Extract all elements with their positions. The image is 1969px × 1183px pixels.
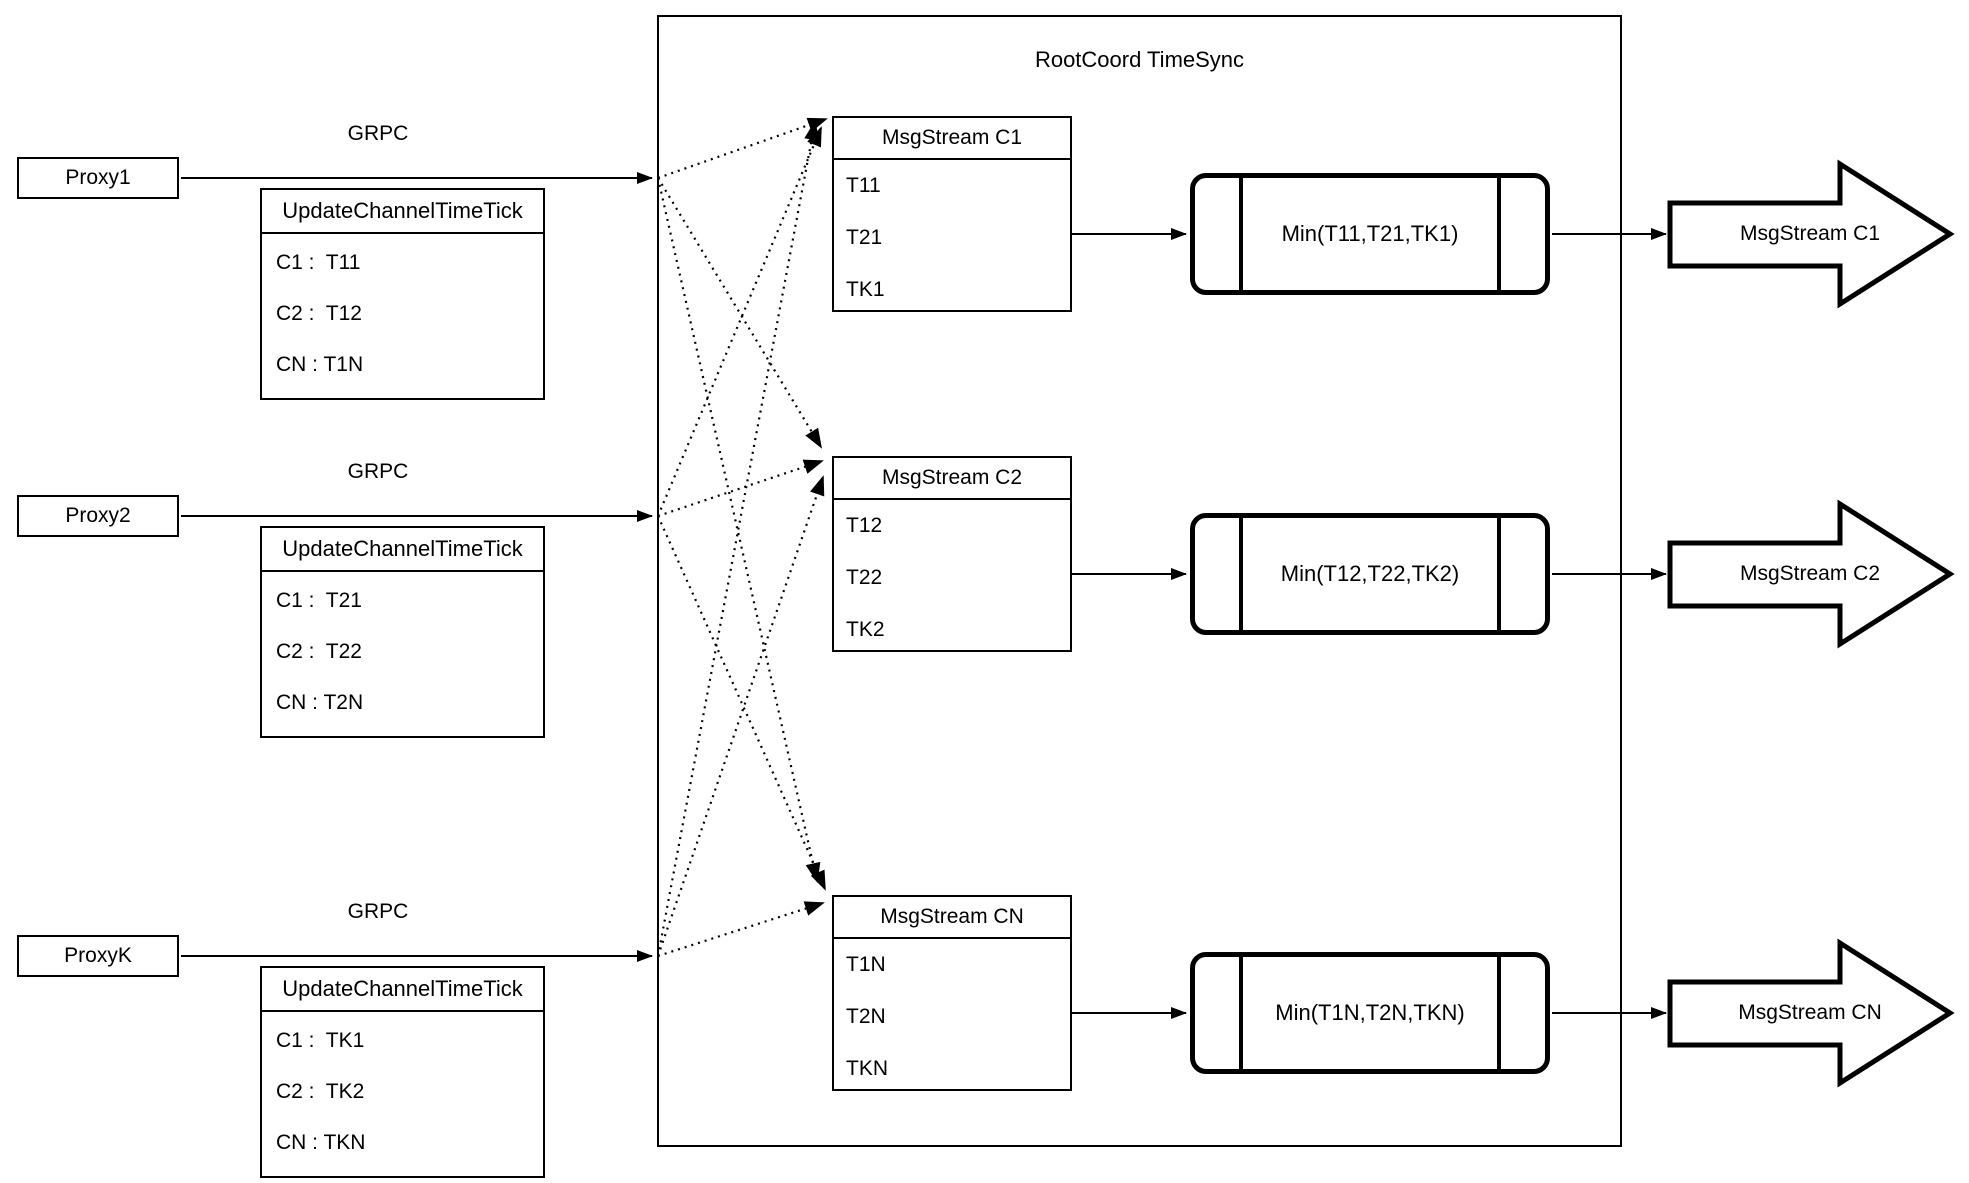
table-entry: C1 : TK1: [276, 1029, 365, 1053]
proxy-label: ProxyK: [64, 944, 132, 967]
msgstream-item: T1N: [846, 953, 886, 976]
msgstream-box-body: T1N T2N TKN: [834, 939, 1070, 1095]
grpc-label: GRPC: [347, 122, 409, 145]
msgstream-box-title: MsgStream C2: [834, 458, 1070, 500]
grpc-label: GRPC: [347, 460, 409, 483]
proxy-box: Proxy2: [17, 495, 179, 537]
table-entry: C2 : TK2: [276, 1079, 365, 1103]
queue-divider-line: [1239, 518, 1243, 630]
proxy-label: Proxy2: [65, 504, 131, 527]
msgstream-box-title: MsgStream C1: [834, 118, 1070, 160]
msgstream-box: MsgStream C1 T11 T21 TK1: [832, 116, 1072, 312]
msgstream-box-title: MsgStream CN: [834, 897, 1070, 939]
update-channel-timetick-table: UpdateChannelTimeTick C1 : T21 C2 : T22 …: [260, 526, 545, 738]
table-body: C1 : T11 C2 : T12 CN : T1N: [262, 234, 543, 398]
msgstream-box: MsgStream CN T1N T2N TKN: [832, 895, 1072, 1091]
min-queue-box: Min(T11,T21,TK1): [1190, 173, 1550, 295]
proxy-box: ProxyK: [17, 935, 179, 977]
output-arrow-label: MsgStream C1: [1739, 222, 1881, 245]
queue-divider-line: [1497, 178, 1501, 290]
queue-divider-line: [1239, 178, 1243, 290]
msgstream-item: T2N: [846, 1005, 886, 1028]
output-arrow-label: MsgStream C2: [1739, 562, 1881, 585]
min-queue-box: Min(T1N,T2N,TKN): [1190, 952, 1550, 1074]
queue-divider-line: [1239, 957, 1243, 1069]
table-entry: CN : TKN: [276, 1130, 366, 1154]
msgstream-item: TK2: [846, 618, 885, 641]
update-channel-timetick-table: UpdateChannelTimeTick C1 : T11 C2 : T12 …: [260, 188, 545, 400]
msgstream-item: T21: [846, 226, 883, 249]
table-header: UpdateChannelTimeTick: [262, 190, 543, 234]
proxy-label: Proxy1: [65, 166, 131, 189]
msgstream-item: T11: [846, 174, 881, 197]
table-entry: CN : T1N: [276, 352, 364, 376]
min-label: Min(T1N,T2N,TKN): [1275, 1000, 1465, 1025]
output-arrow-label: MsgStream CN: [1738, 1001, 1882, 1024]
table-entry: C2 : T12: [276, 301, 362, 325]
min-label: Min(T11,T21,TK1): [1281, 221, 1459, 246]
msgstream-item: T12: [846, 514, 883, 537]
update-channel-timetick-table: UpdateChannelTimeTick C1 : TK1 C2 : TK2 …: [260, 966, 545, 1178]
msgstream-box-body: T12 T22 TK2: [834, 500, 1070, 656]
table-entry: C1 : T21: [276, 589, 362, 613]
msgstream-item: TK1: [846, 278, 885, 301]
table-entry: CN : T2N: [276, 690, 364, 714]
queue-divider-line: [1497, 957, 1501, 1069]
msgstream-item: T22: [846, 566, 883, 589]
table-body: C1 : TK1 C2 : TK2 CN : TKN: [262, 1012, 543, 1176]
table-header: UpdateChannelTimeTick: [262, 968, 543, 1012]
rootcoord-title: RootCoord TimeSync: [1034, 47, 1245, 72]
msgstream-item: TKN: [846, 1057, 888, 1080]
table-entry: C1 : T11: [276, 251, 361, 275]
min-queue-box: Min(T12,T22,TK2): [1190, 513, 1550, 635]
min-label: Min(T12,T22,TK2): [1280, 561, 1460, 586]
queue-divider-line: [1497, 518, 1501, 630]
grpc-label: GRPC: [347, 900, 409, 923]
table-entry: C2 : T22: [276, 639, 362, 663]
table-header: UpdateChannelTimeTick: [262, 528, 543, 572]
msgstream-box: MsgStream C2 T12 T22 TK2: [832, 456, 1072, 652]
msgstream-box-body: T11 T21 TK1: [834, 160, 1070, 316]
proxy-box: Proxy1: [17, 157, 179, 199]
table-body: C1 : T21 C2 : T22 CN : T2N: [262, 572, 543, 736]
